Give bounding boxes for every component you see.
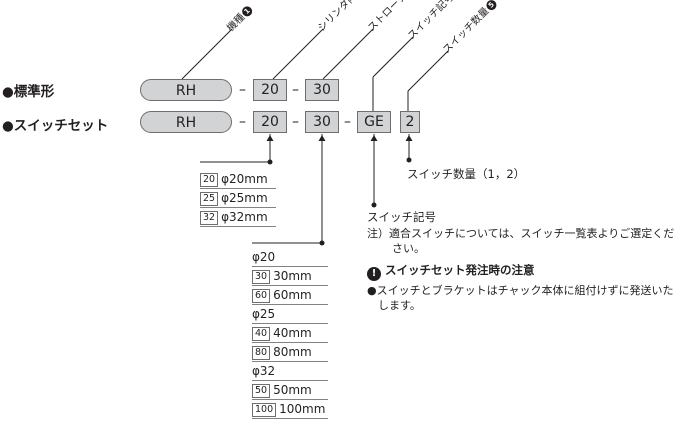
separator-dash: – bbox=[292, 114, 299, 130]
stroke-group-bore: φ25 bbox=[252, 305, 328, 324]
stroke-label: 40mm bbox=[273, 326, 312, 340]
bore-code: 32 bbox=[200, 211, 219, 225]
stroke-code: 100 bbox=[252, 403, 277, 417]
leader-stroke bbox=[322, 28, 374, 80]
stroke-code: 60 bbox=[252, 289, 271, 303]
stroke-label: 60mm bbox=[273, 288, 312, 302]
stroke-code: 50 bbox=[252, 384, 271, 398]
switch-code-note-line1: 注）適合スイッチについては、スイッチ一覧表よりご選定くだ bbox=[367, 227, 675, 240]
warning-line2: します。 bbox=[378, 299, 421, 312]
stroke-group-bore: φ20 bbox=[252, 248, 328, 267]
stroke-code: 80 bbox=[252, 346, 271, 360]
bore-label: φ32mm bbox=[221, 210, 268, 224]
bore-box-switchset: 20 bbox=[253, 111, 287, 133]
bore-box-standard: 20 bbox=[253, 79, 287, 101]
separator-dash: – bbox=[292, 82, 299, 98]
stroke-box-standard: 30 bbox=[305, 79, 339, 101]
switch-qty-note: スイッチ数量（1，2） bbox=[407, 167, 526, 181]
stroke-group-bore: φ32 bbox=[252, 362, 328, 381]
leader-switch-code-d bbox=[372, 36, 414, 78]
bore-code: 25 bbox=[200, 192, 219, 206]
row-label-switchset: ●スイッチセット bbox=[2, 118, 109, 134]
bore-label: φ25mm bbox=[221, 191, 268, 205]
stroke-label: 80mm bbox=[273, 345, 312, 359]
stroke-label: 50mm bbox=[273, 383, 312, 397]
leader-model bbox=[181, 28, 233, 80]
leader-bore bbox=[272, 28, 324, 80]
switch-qty-box: 2 bbox=[400, 111, 420, 133]
separator-dash: – bbox=[344, 114, 351, 130]
warning-line1: ●スイッチとブラケットはチャック本体に組付けずに発送いた bbox=[367, 284, 674, 297]
separator-dash: – bbox=[239, 82, 246, 98]
bore-label: φ20mm bbox=[221, 172, 268, 186]
stroke-label: 100mm bbox=[279, 402, 326, 416]
bore-code: 20 bbox=[200, 173, 219, 187]
stroke-code: 40 bbox=[252, 327, 271, 341]
switch-code-note-line2: さい。 bbox=[392, 242, 425, 255]
warning-title: スイッチセット発注時の注意 bbox=[385, 263, 535, 277]
stroke-code: 30 bbox=[252, 270, 271, 284]
leader-switch-qty-d bbox=[407, 50, 449, 92]
model-pill-standard: RH bbox=[140, 79, 232, 101]
separator-dash: – bbox=[239, 114, 246, 130]
stroke-box-switchset: 30 bbox=[305, 111, 339, 133]
switch-code-title: スイッチ記号 bbox=[367, 210, 436, 224]
switch-code-box: GE bbox=[357, 111, 391, 133]
exclamation-icon: ! bbox=[367, 267, 381, 281]
warning-heading: ! スイッチセット発注時の注意 bbox=[367, 262, 535, 281]
row-label-standard: ●標準形 bbox=[2, 84, 55, 100]
stroke-label: 30mm bbox=[273, 269, 312, 283]
model-pill-switchset: RH bbox=[140, 111, 232, 133]
